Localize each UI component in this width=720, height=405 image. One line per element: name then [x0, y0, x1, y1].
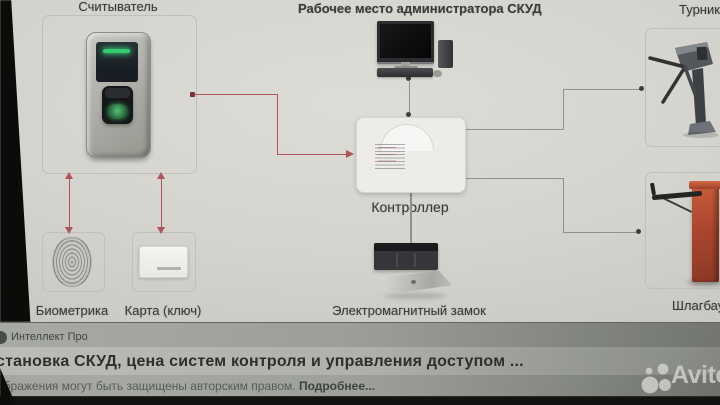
connector-arrowhead — [157, 227, 165, 234]
connector-line — [564, 88, 641, 90]
barrier-shadow — [686, 279, 720, 286]
connector-endpoint — [190, 92, 195, 97]
avito-logo-icon — [641, 363, 671, 394]
biometrics-frame — [42, 232, 105, 292]
maglock-shadow — [384, 293, 446, 299]
connector-endpoint — [406, 76, 411, 81]
pc-tower — [438, 40, 453, 68]
connector-line — [562, 178, 564, 233]
turnstile-device — [648, 42, 719, 138]
connector-line — [277, 153, 347, 155]
site-name[interactable]: Интеллект Про — [11, 331, 88, 343]
connector-endpoint — [639, 86, 644, 91]
connector-line — [562, 89, 564, 130]
turnstile-frame — [645, 28, 720, 147]
keyboard — [377, 68, 433, 77]
rfid-card — [139, 246, 188, 278]
connector-line — [466, 128, 563, 130]
armature-mount-hole — [411, 280, 416, 284]
connector-arrowhead — [65, 172, 73, 179]
biometrics-label: Биометрика — [35, 303, 109, 318]
connector-endpoint — [406, 112, 411, 117]
reader-module-top — [105, 88, 130, 98]
barrier-frame — [645, 172, 720, 289]
maglock-plate-gap — [396, 253, 398, 267]
screen-bottom-bar — [0, 396, 720, 405]
reader-led-indicator — [103, 49, 130, 53]
monitor-stand — [401, 62, 410, 67]
reader-scanner-glow — [108, 104, 127, 119]
connector-line — [466, 177, 563, 179]
image-title-link[interactable]: становка СКУД, цена систем контроля и уп… — [0, 353, 524, 370]
controller-label: Контроллер — [346, 200, 474, 214]
workstation-label: Рабочее место администратора СКУД — [298, 1, 542, 16]
connector-arrowhead — [346, 150, 354, 158]
more-link[interactable]: Подробнее... — [298, 379, 376, 393]
fingerprint-image — [52, 237, 92, 287]
connector-endpoint — [636, 229, 641, 234]
barrier-cabinet — [692, 186, 719, 282]
monitor-base — [394, 66, 418, 70]
barrier-cabinet-cap — [689, 181, 720, 189]
maglock-label: Электромагнитный замок — [332, 303, 486, 318]
connector-line — [410, 191, 412, 243]
site-favicon — [0, 331, 7, 344]
barrier-label: Шлагбаум — [672, 298, 720, 313]
connector-line — [68, 178, 70, 228]
connector-arrowhead — [157, 172, 165, 179]
skud-diagram-image: Считыватель Рабочее место администратора… — [0, 0, 720, 322]
card-print-line — [157, 267, 181, 270]
connector-line — [160, 178, 162, 228]
reader-label: Считыватель — [78, 0, 158, 14]
maglock-plate-gap — [414, 253, 416, 267]
maglock-top-bar — [374, 243, 438, 251]
maglock-magnet-plates — [379, 253, 433, 267]
maglock-armature-plate — [380, 271, 452, 294]
turnstile-label: Турникет — [679, 2, 720, 17]
connector-line — [194, 93, 278, 95]
copyright-text: ображения могут быть защищены авторским … — [0, 379, 296, 393]
connector-line — [276, 94, 278, 155]
reader-sensor-window — [96, 42, 138, 82]
connector-line — [564, 231, 638, 233]
monitor-screen — [380, 24, 431, 58]
card-label: Карта (ключ) — [124, 303, 202, 318]
controller-spec-text — [378, 147, 396, 167]
connector-line — [408, 80, 410, 114]
connector-arrowhead — [65, 227, 73, 234]
copyright-notice: ображения могут быть защищены авторским … — [0, 379, 375, 393]
avito-watermark: Avito — [671, 361, 720, 389]
mouse — [433, 70, 442, 77]
